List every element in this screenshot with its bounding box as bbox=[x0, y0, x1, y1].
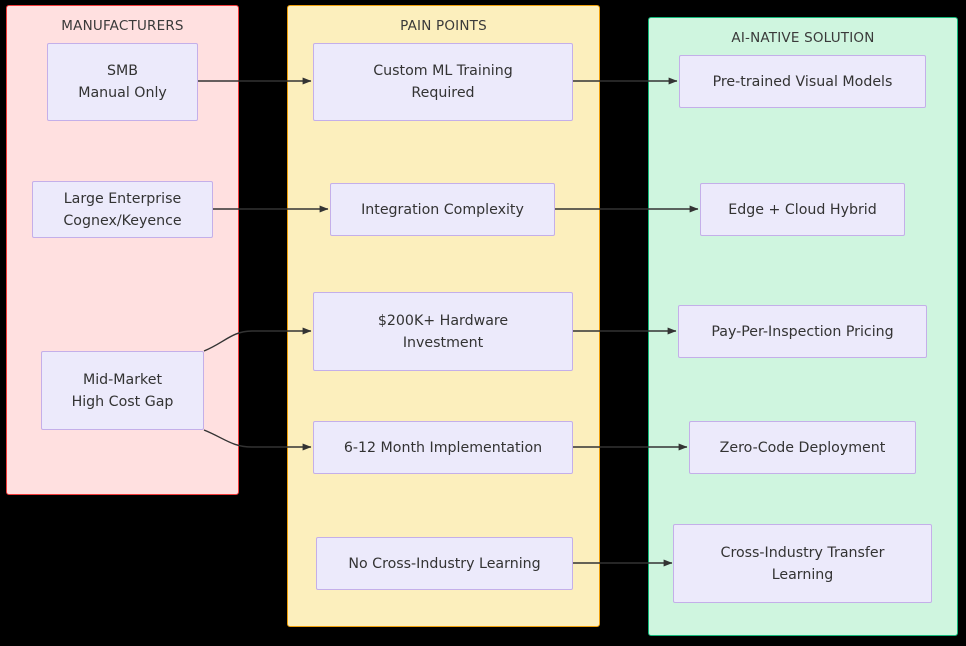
node-cross-industry-transfer-learning[interactable]: Cross-Industry Transfer Learning bbox=[673, 524, 932, 603]
node-edge-cloud-hybrid[interactable]: Edge + Cloud Hybrid bbox=[700, 183, 905, 236]
node-custom-ml-training[interactable]: Custom ML Training Required bbox=[313, 43, 573, 121]
cluster-solution-title: AI-NATIVE SOLUTION bbox=[731, 30, 875, 46]
node-pay-per-inspection-pricing[interactable]: Pay-Per-Inspection Pricing bbox=[678, 305, 927, 358]
cluster-painpoints-title: PAIN POINTS bbox=[400, 18, 487, 34]
node-implementation-timeline[interactable]: 6-12 Month Implementation bbox=[313, 421, 573, 474]
node-mid-market[interactable]: Mid-Market High Cost Gap bbox=[41, 351, 204, 430]
node-no-cross-industry-learning[interactable]: No Cross-Industry Learning bbox=[316, 537, 573, 590]
node-smb[interactable]: SMB Manual Only bbox=[47, 43, 198, 121]
node-zero-code-deployment[interactable]: Zero-Code Deployment bbox=[689, 421, 916, 474]
node-large-enterprise[interactable]: Large Enterprise Cognex/Keyence bbox=[32, 181, 213, 238]
node-pretrained-visual-models[interactable]: Pre-trained Visual Models bbox=[679, 55, 926, 108]
cluster-manufacturers-title: MANUFACTURERS bbox=[61, 18, 184, 34]
node-hardware-investment[interactable]: $200K+ Hardware Investment bbox=[313, 292, 573, 371]
node-integration-complexity[interactable]: Integration Complexity bbox=[330, 183, 555, 236]
